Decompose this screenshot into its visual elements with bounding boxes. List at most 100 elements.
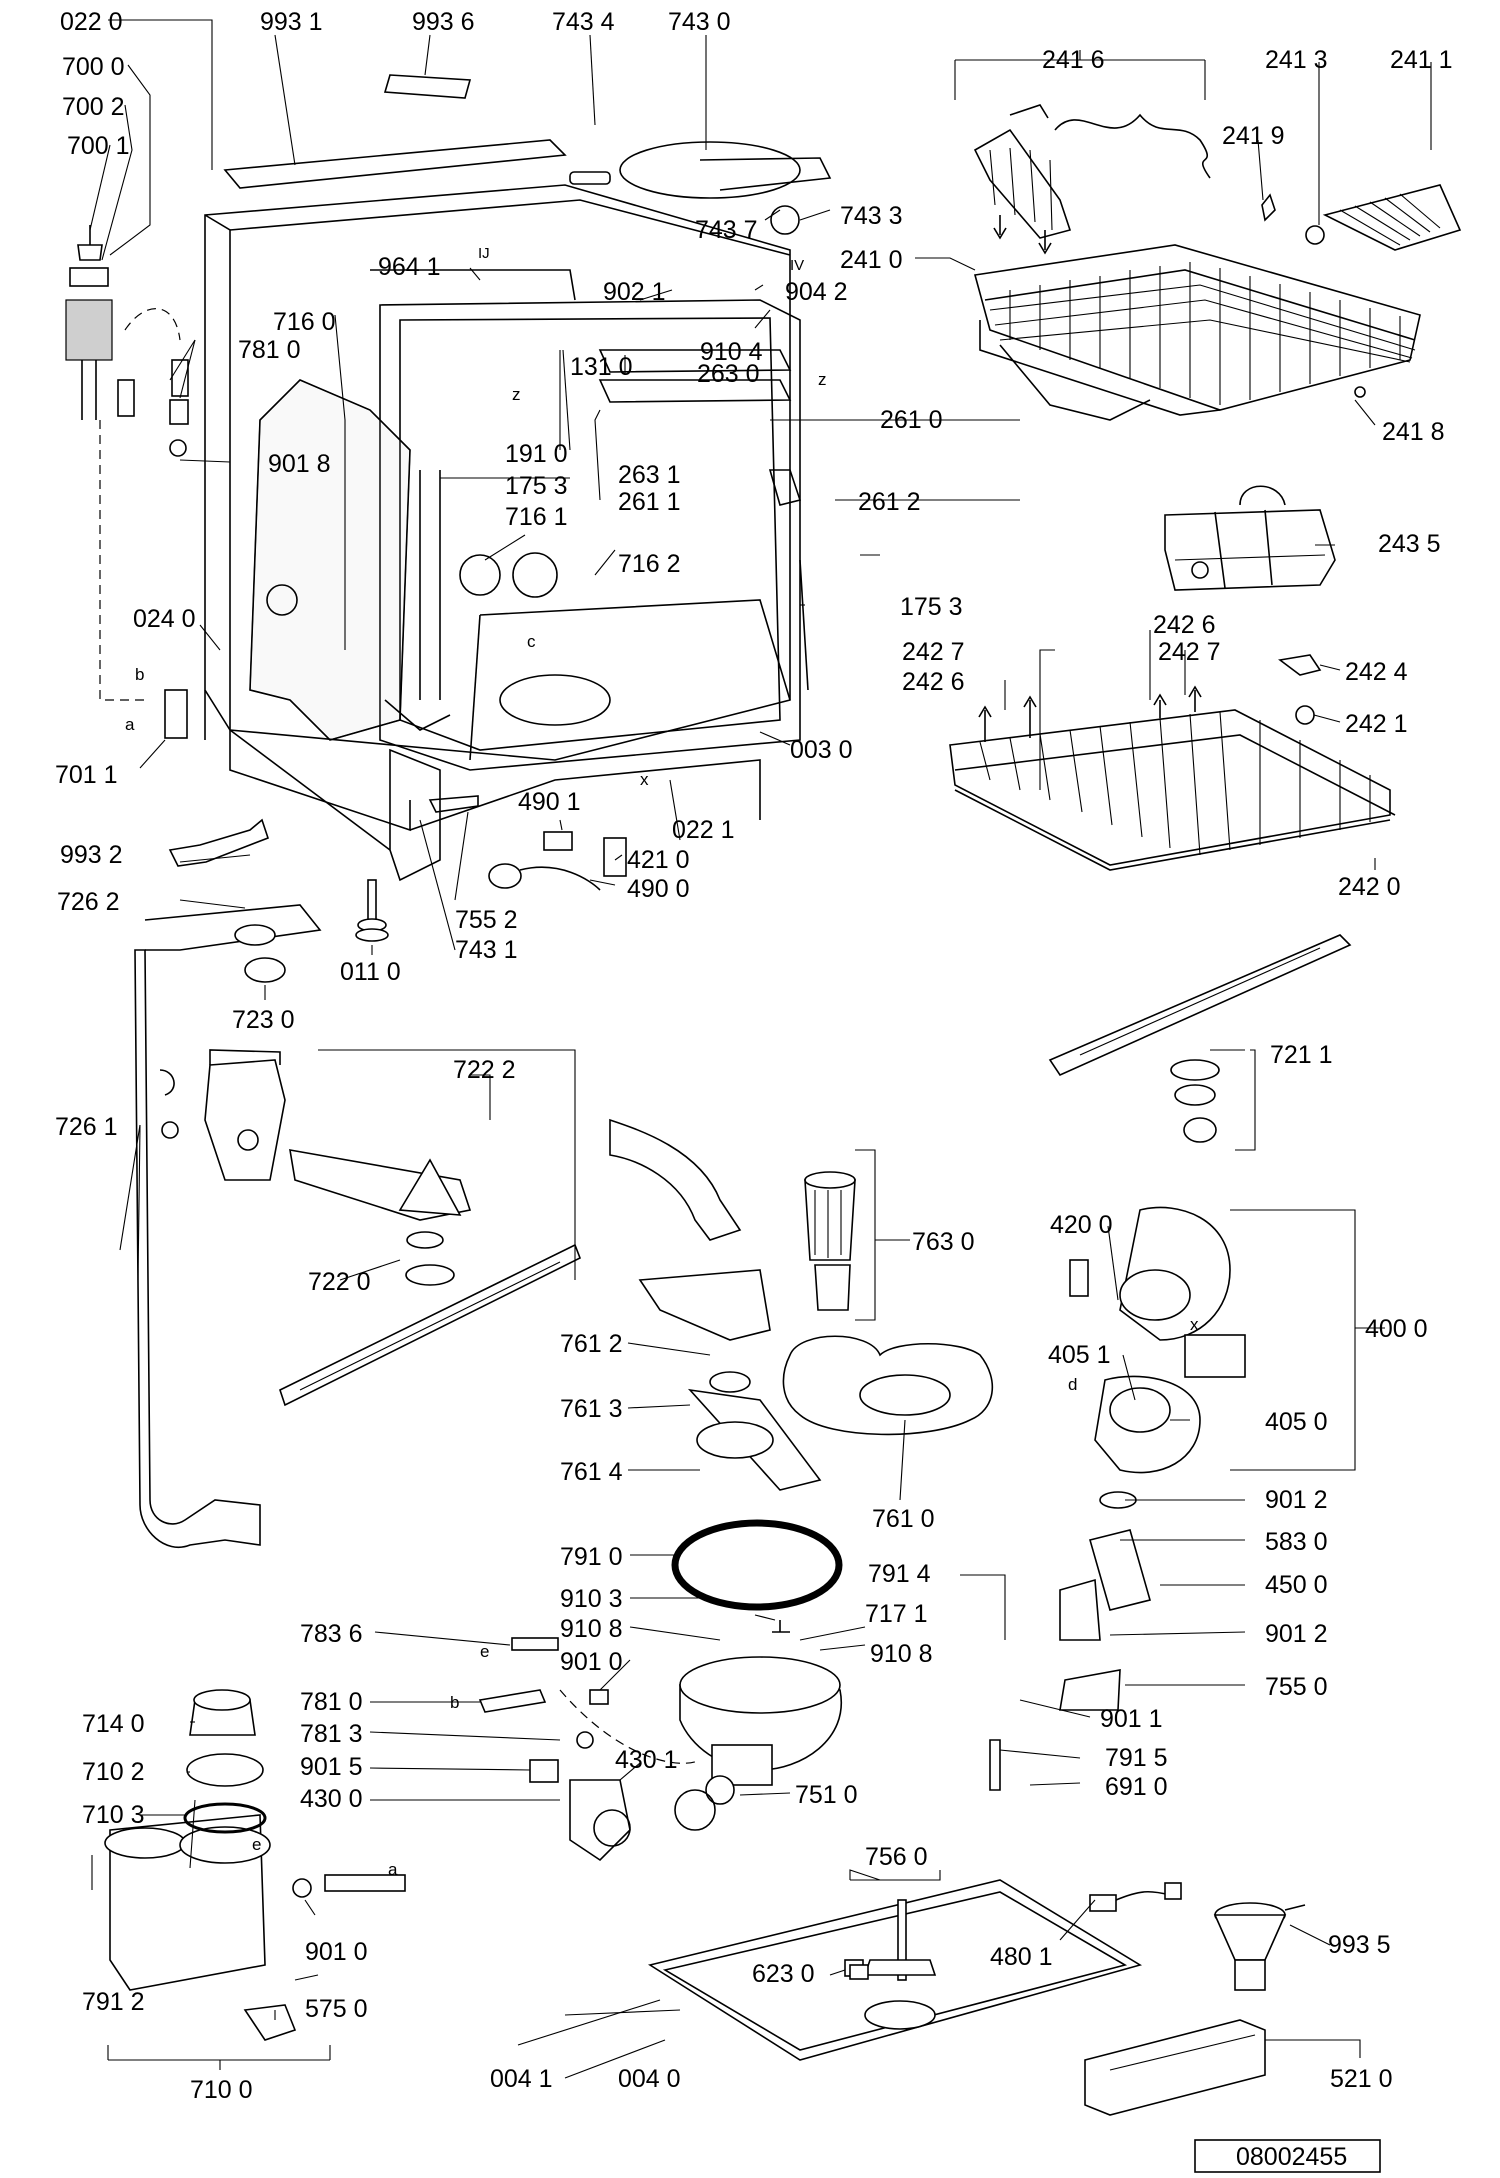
label-755-0: 755 0 <box>1265 1673 1328 1701</box>
label-175-3b: 175 3 <box>900 593 963 621</box>
label-761-3: 761 3 <box>560 1395 623 1423</box>
label-003-0: 003 0 <box>790 736 853 764</box>
label-901-0a: 901 0 <box>560 1648 623 1676</box>
leader-lines <box>89 19 1432 2079</box>
label-901-8: 901 8 <box>268 450 331 478</box>
document-number: 08002455 <box>1236 2143 1347 2171</box>
letter-x2: x <box>1190 1315 1199 1334</box>
label-993-2: 993 2 <box>60 841 123 869</box>
letter-x1: x <box>640 770 649 789</box>
label-910-4: 910 4 <box>700 338 763 366</box>
label-901-2b: 901 2 <box>1265 1620 1328 1648</box>
letter-d: d <box>1068 1375 1077 1394</box>
label-721-1: 721 1 <box>1270 1041 1333 1069</box>
drain-pump <box>478 1637 701 1862</box>
label-011-0: 011 0 <box>340 958 401 986</box>
letter-b2: b <box>450 1693 459 1712</box>
label-261-1: 261 1 <box>618 488 681 516</box>
sump-gasket <box>671 1519 843 1611</box>
label-781-0: 781 0 <box>238 336 301 364</box>
label-761-2: 761 2 <box>560 1330 623 1358</box>
label-004-0: 004 0 <box>618 2065 681 2093</box>
label-241-1: 241 1 <box>1390 46 1453 74</box>
letter-z1: z <box>512 385 521 404</box>
label-910-3: 910 3 <box>560 1585 623 1613</box>
label-751-0: 751 0 <box>795 1781 858 1809</box>
label-583-0: 583 0 <box>1265 1528 1328 1556</box>
filter-assembly <box>804 1171 856 1311</box>
callout-labels: 022 0 993 1 993 6 743 4 743 0 700 0 700 … <box>55 8 1453 2104</box>
label-261-0: 261 0 <box>880 406 943 434</box>
label-421-0: 421 0 <box>627 846 690 874</box>
lower-spray-arm <box>1048 934 1352 1143</box>
reference-letters: b a c z z x x d e e b a IV IJ <box>125 245 1199 1879</box>
letter-a2: a <box>388 1860 398 1879</box>
top-panels <box>223 74 832 235</box>
label-022-0: 022 0 <box>60 8 123 36</box>
label-901-2a: 901 2 <box>1265 1486 1328 1514</box>
letter-ij: IJ <box>478 245 490 262</box>
label-791-0: 791 0 <box>560 1543 623 1571</box>
letter-b: b <box>135 665 144 684</box>
label-964-1: 964 1 <box>378 253 441 281</box>
label-191-0: 191 0 <box>505 440 568 468</box>
upper-spray-arm <box>204 1049 582 1407</box>
adjusting-foot <box>355 879 389 942</box>
label-024-0: 024 0 <box>133 605 196 633</box>
label-490-1: 490 1 <box>518 788 581 816</box>
temperature-sensor <box>989 1739 1001 1791</box>
base-plate <box>647 1879 1182 2061</box>
label-400-0: 400 0 <box>1365 1315 1428 1343</box>
funnel <box>1213 1902 1306 1991</box>
letter-e2: e <box>252 1835 261 1854</box>
label-243-5: 243 5 <box>1378 530 1441 558</box>
label-242-7b: 242 7 <box>1158 638 1221 666</box>
document-number-box: 08002455 <box>1194 2139 1381 2173</box>
label-910-8a: 910 8 <box>560 1615 623 1643</box>
label-022-1: 022 1 <box>672 816 735 844</box>
label-241-0: 241 0 <box>840 246 903 274</box>
label-756-0: 756 0 <box>865 1843 928 1871</box>
label-993-1: 993 1 <box>260 8 323 36</box>
label-726-1: 726 1 <box>55 1113 118 1141</box>
label-781-3: 781 3 <box>300 1720 363 1748</box>
label-241-3: 241 3 <box>1265 46 1328 74</box>
label-241-6: 241 6 <box>1042 46 1105 74</box>
label-993-6: 993 6 <box>412 8 475 36</box>
control-panel <box>1084 2019 1266 2116</box>
label-755-2: 755 2 <box>455 906 518 934</box>
upper-basket <box>973 244 1421 421</box>
label-743-0: 743 0 <box>668 8 731 36</box>
cutlery-basket <box>1164 485 1336 591</box>
label-263-0: 263 0 <box>697 360 760 388</box>
label-004-1: 004 1 <box>490 2065 553 2093</box>
label-450-0: 450 0 <box>1265 1571 1328 1599</box>
letter-a: a <box>125 715 135 734</box>
label-791-5: 791 5 <box>1105 1744 1168 1772</box>
label-716-2: 716 2 <box>618 550 681 578</box>
base-plug <box>849 1964 869 1980</box>
label-241-8: 241 8 <box>1382 418 1445 446</box>
letter-e1: e <box>480 1642 489 1661</box>
label-131-0: 131 0 <box>570 353 633 381</box>
label-726-2: 726 2 <box>57 888 120 916</box>
label-710-3: 710 3 <box>82 1801 145 1829</box>
letter-z2: z <box>818 370 827 389</box>
label-700-1: 700 1 <box>67 132 130 160</box>
label-242-7a: 242 7 <box>902 638 965 666</box>
label-623-0: 623 0 <box>752 1960 815 1988</box>
label-241-9: 241 9 <box>1222 122 1285 150</box>
letter-c: c <box>527 632 536 651</box>
label-783-6: 783 6 <box>300 1620 363 1648</box>
bracket <box>428 795 479 813</box>
label-242-6a: 242 6 <box>1153 611 1216 639</box>
circulation-pump <box>1059 1206 1246 1711</box>
sump-housing <box>674 1620 843 1831</box>
label-700-2: 700 2 <box>62 93 125 121</box>
label-405-1: 405 1 <box>1048 1341 1111 1369</box>
label-993-5: 993 5 <box>1328 1931 1391 1959</box>
label-743-7: 743 7 <box>695 216 758 244</box>
label-910-8b: 910 8 <box>870 1640 933 1668</box>
label-716-0: 716 0 <box>273 308 336 336</box>
